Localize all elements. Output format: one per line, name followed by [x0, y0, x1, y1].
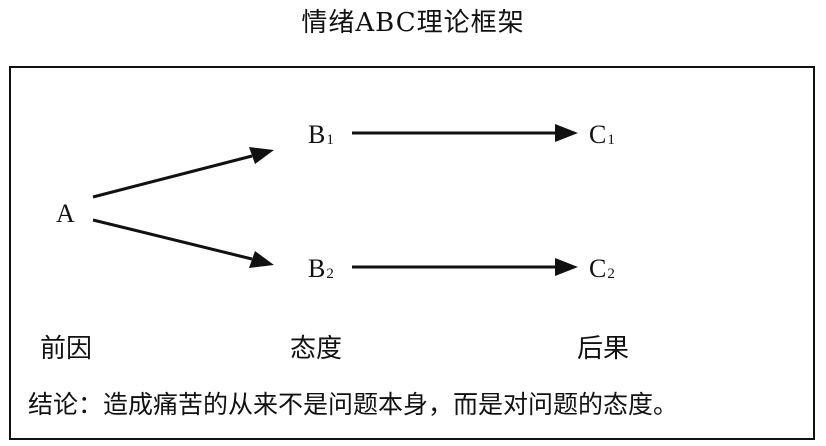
- node-a-label: A: [56, 199, 75, 228]
- node-c1-label: C: [589, 120, 606, 149]
- label-antecedent: 前因: [40, 334, 93, 364]
- node-c1-subscript: 1: [607, 132, 615, 148]
- node-b1-label: B: [308, 120, 325, 149]
- node-c2-subscript: 2: [607, 266, 615, 282]
- node-c2: C2: [589, 254, 615, 283]
- arrowhead-b2-c2: [555, 258, 578, 276]
- edge-a-b2: [92, 218, 274, 268]
- arrowhead-a-b1: [249, 147, 274, 164]
- node-b2-subscript: 2: [326, 266, 334, 282]
- arrowhead-a-b2: [249, 251, 274, 268]
- arrowhead-b1-c1: [555, 124, 578, 142]
- node-b2-label: B: [308, 254, 325, 283]
- edge-a-b1: [92, 147, 274, 199]
- node-b1: B1: [308, 120, 334, 149]
- node-c2-label: C: [589, 254, 606, 283]
- conclusion-text: 结论：造成痛苦的从来不是问题本身，而是对问题的态度。: [28, 390, 679, 419]
- label-attitude: 态度: [290, 334, 343, 364]
- node-a: A: [56, 199, 75, 228]
- edge-b2-c2: [352, 258, 578, 276]
- edge-b1-c1: [352, 124, 578, 142]
- label-consequence: 后果: [577, 334, 630, 364]
- node-b1-subscript: 1: [326, 132, 334, 148]
- diagram-frame: [9, 66, 815, 440]
- node-c1: C1: [589, 120, 615, 149]
- diagram-title: 情绪ABC理论框架: [301, 8, 525, 38]
- node-b2: B2: [308, 254, 334, 283]
